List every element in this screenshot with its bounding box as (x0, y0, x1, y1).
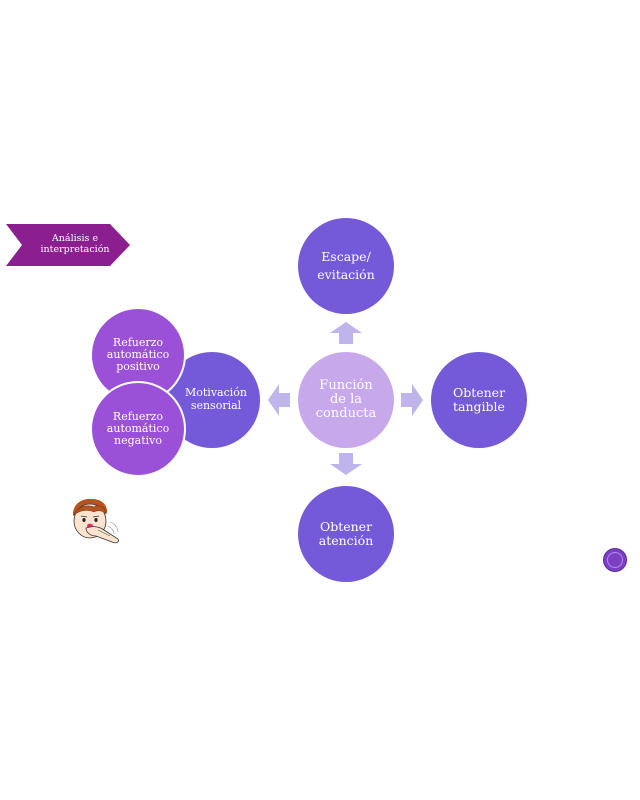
node-obtain-attention: Obtener atención (298, 486, 394, 582)
banner-shape (6, 224, 130, 266)
node-obtain-tangible: Obtener tangible (431, 352, 527, 448)
section-banner: Análisis e interpretación (6, 224, 130, 266)
arrow-down-icon (330, 453, 362, 475)
banner-label: Análisis e interpretación (40, 233, 110, 255)
node-escape-avoidance: Escape/ evitación (298, 218, 394, 314)
node-negative-automatic-reinforcement: Refuerzo automático negativo (90, 381, 186, 477)
arrow-right-icon (401, 384, 423, 416)
child-covering-nose-icon (72, 498, 119, 544)
arrow-up-icon (330, 322, 362, 344)
node-behavior-function: Función de la conducta (298, 352, 394, 448)
arrow-left-icon (268, 384, 290, 416)
circle-logo-icon (603, 548, 627, 572)
